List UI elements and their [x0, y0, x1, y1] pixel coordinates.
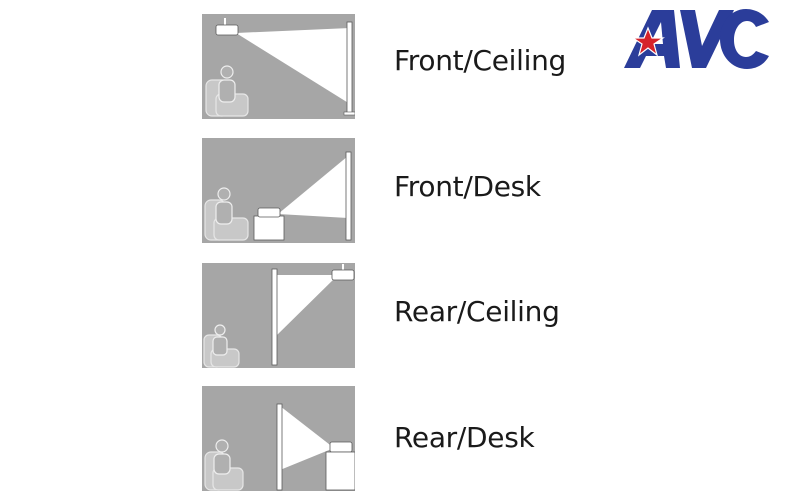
front-desk-diagram: [202, 138, 355, 243]
mode-label-front-desk: Front/Desk: [394, 170, 541, 203]
rear-ceiling-diagram: [202, 263, 355, 368]
avc-logo: [622, 6, 772, 72]
rear-desk-projection-icon: [202, 386, 355, 491]
front-desk-projection-icon: [202, 138, 355, 243]
front-ceiling-projection-icon: [202, 14, 355, 119]
rear-desk-diagram: [202, 386, 355, 491]
mode-label-rear-ceiling: Rear/Ceiling: [394, 295, 560, 328]
mode-label-rear-desk: Rear/Desk: [394, 421, 535, 454]
rear-ceiling-projection-icon: [202, 263, 355, 368]
front-ceiling-diagram: [202, 14, 355, 119]
mode-label-front-ceiling: Front/Ceiling: [394, 44, 566, 77]
